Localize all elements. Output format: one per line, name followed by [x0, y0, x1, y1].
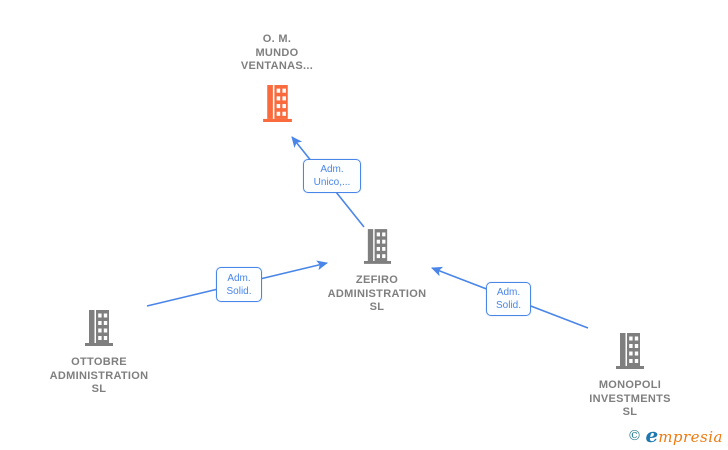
node-om-mundo-ventanas[interactable]: O. M. MUNDO VENTANAS... [197, 33, 357, 127]
edge-label-adm-solid-left[interactable]: Adm. Solid. [216, 267, 262, 302]
building-icon [551, 332, 709, 374]
building-icon [20, 309, 178, 351]
node-zefiro[interactable]: ZEFIRO ADMINISTRATION SL [297, 228, 457, 315]
empresia-logo[interactable]: ©empresia [627, 423, 723, 447]
building-icon [197, 84, 357, 127]
node-label-line: SL [622, 406, 638, 418]
node-label-line: O. M. [262, 33, 292, 45]
brand-name: mpresia [658, 428, 723, 446]
node-ottobre[interactable]: OTTOBRE ADMINISTRATION SL [20, 309, 178, 397]
node-label: MONOPOLI INVESTMENTS SL [551, 379, 709, 420]
node-label-line: ZEFIRO [355, 274, 399, 286]
node-label: OTTOBRE ADMINISTRATION SL [20, 356, 178, 397]
node-label-line: MUNDO [255, 46, 299, 59]
node-label-line: VENTANAS... [240, 60, 314, 72]
node-monopoli[interactable]: MONOPOLI INVESTMENTS SL [551, 332, 709, 420]
node-label: ZEFIRO ADMINISTRATION SL [297, 274, 457, 315]
node-label-line: SL [369, 301, 385, 313]
edge-label-line: Unico,... [313, 177, 351, 188]
node-label-line: ADMINISTRATION [49, 369, 149, 382]
copyright-icon: © [627, 428, 642, 444]
edge-label-adm-solid-right[interactable]: Adm. Solid. [486, 282, 531, 316]
node-label-line: MONOPOLI [598, 379, 662, 391]
edge-label-line: Solid. [226, 285, 252, 297]
node-label: O. M. MUNDO VENTANAS... [197, 33, 357, 74]
edge-label-line: Adm. [227, 272, 251, 284]
edge-label-line: Adm. [496, 287, 521, 298]
edge-label-line: Solid. [495, 300, 521, 311]
brand-initial: e [645, 423, 659, 447]
node-label-line: SL [91, 383, 107, 395]
edge-label-adm-unico[interactable]: Adm. Unico,... [303, 159, 361, 193]
edge-label-line: Adm. [320, 164, 344, 175]
building-icon [297, 228, 457, 269]
node-label-line: INVESTMENTS [589, 392, 671, 405]
node-label-line: OTTOBRE [71, 356, 127, 368]
node-label-line: ADMINISTRATION [327, 287, 427, 300]
